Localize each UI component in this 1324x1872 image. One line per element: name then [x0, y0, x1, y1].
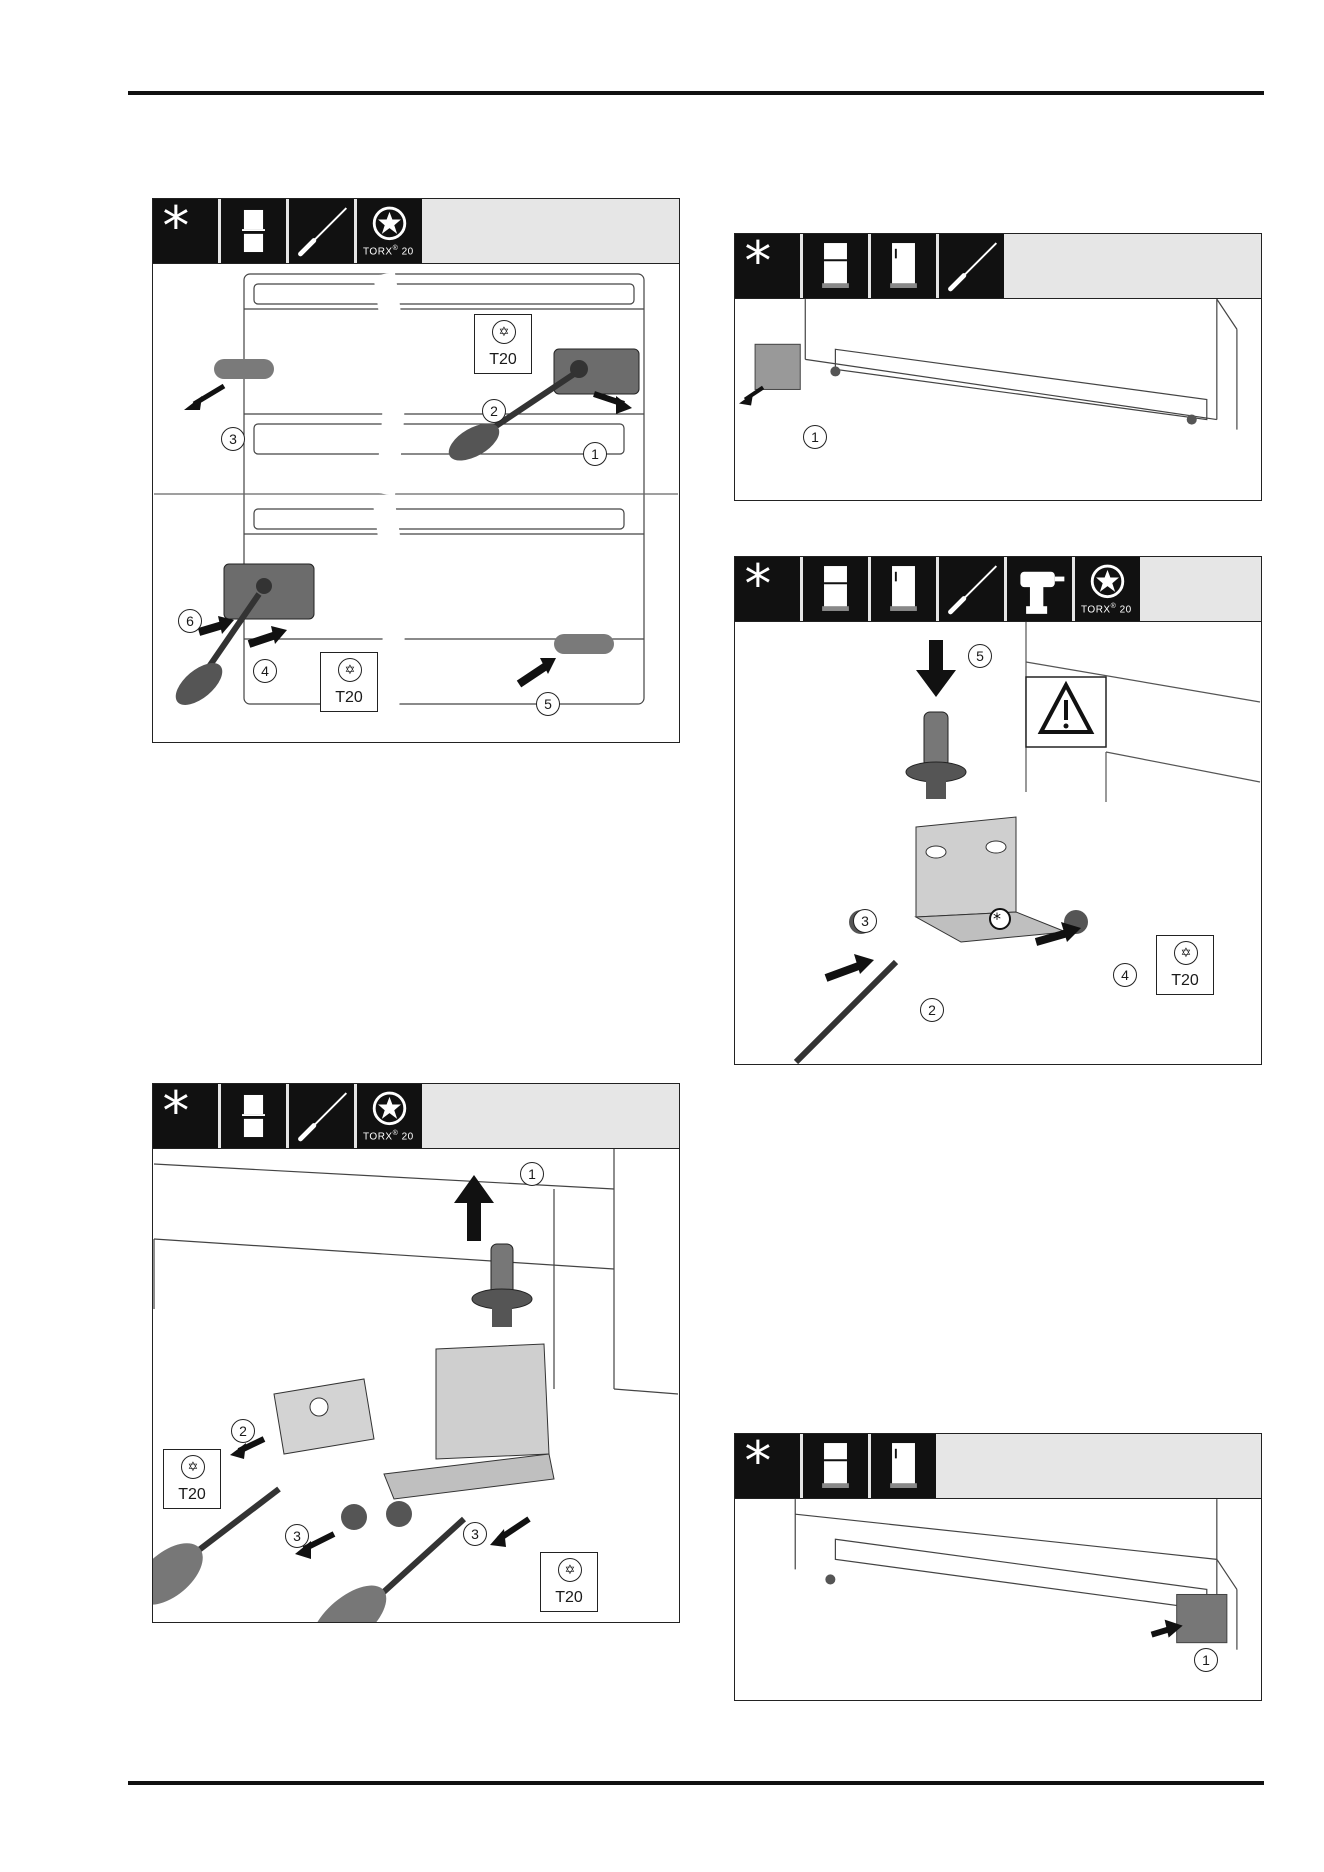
panel-d: * TORX® 20 [152, 1083, 680, 1623]
panel-c-toolbar: * TORX® 20 [735, 557, 1261, 622]
callout: 5 [968, 644, 992, 668]
panel-b-toolbar: * [735, 234, 1261, 299]
torx-label: TORX® 20 [1081, 603, 1132, 615]
panel-e-toolbar: * [735, 1434, 1261, 1499]
panel-b-illustration [735, 299, 1261, 500]
callout: 1 [803, 425, 827, 449]
t20-label: ✡T20 [540, 1552, 598, 1612]
star-icon: * [735, 557, 803, 621]
t20-label: ✡T20 [320, 652, 378, 712]
fridge-icon [803, 1434, 871, 1498]
callout: 5 [536, 692, 560, 716]
callout: 1 [1194, 1648, 1218, 1672]
fridge-single-icon [871, 1434, 939, 1498]
callout: 2 [231, 1419, 255, 1443]
callout: 2 [920, 998, 944, 1022]
torx-label: TORX® 20 [363, 1130, 414, 1142]
svg-text:*: * [993, 909, 1001, 928]
callout: 3 [853, 909, 877, 933]
cordless-drill-icon [1007, 557, 1075, 621]
door-hinge-icon [221, 1084, 289, 1148]
panel-a: * TORX® 20 [152, 198, 680, 743]
callout: 3 [221, 427, 245, 451]
panel-c: * TORX® 20 [734, 556, 1262, 1065]
panel-d-illustration [153, 1149, 679, 1622]
panel-e-illustration [735, 1499, 1261, 1700]
t20-label: ✡T20 [1156, 935, 1214, 995]
screwdriver-icon [289, 199, 357, 263]
panel-d-toolbar: * TORX® 20 [153, 1084, 679, 1149]
panel-e: * 1 [734, 1433, 1262, 1701]
svg-text:*: * [163, 1084, 190, 1142]
star-icon: * [735, 234, 803, 298]
screwdriver-icon [939, 557, 1007, 621]
torx-icon: ✡ [338, 658, 362, 682]
callout: 1 [583, 442, 607, 466]
t20-label: ✡T20 [163, 1449, 221, 1509]
fridge-icon [803, 234, 871, 298]
callout: 4 [1113, 963, 1137, 987]
torx-icon: ✡ [492, 320, 516, 344]
callout: 1 [520, 1162, 544, 1186]
star-icon: * [735, 1434, 803, 1498]
torx-icon: TORX® 20 [357, 1084, 425, 1148]
fridge-single-icon [871, 234, 939, 298]
callout: 6 [178, 609, 202, 633]
fridge-icon [803, 557, 871, 621]
screwdriver-icon [939, 234, 1007, 298]
panel-a-illustration [153, 264, 679, 742]
top-rule [128, 91, 1264, 95]
door-hinge-icon [221, 199, 289, 263]
torx-label: TORX® 20 [363, 245, 414, 257]
star-icon: * [153, 1084, 221, 1148]
callout: 3 [463, 1522, 487, 1546]
svg-text:*: * [745, 234, 772, 292]
callout: 3 [285, 1524, 309, 1548]
svg-text:*: * [163, 199, 190, 257]
torx-icon: TORX® 20 [1075, 557, 1143, 621]
bottom-rule [128, 1781, 1264, 1785]
panel-a-toolbar: * TORX® 20 [153, 199, 679, 264]
svg-text:*: * [745, 557, 772, 615]
star-icon: * [153, 199, 221, 263]
torx-icon: TORX® 20 [357, 199, 425, 263]
callout: 2 [482, 399, 506, 423]
panel-b: * 1 [734, 233, 1262, 501]
t20-label: ✡T20 [474, 314, 532, 374]
fridge-single-icon [871, 557, 939, 621]
panel-c-illustration: * [735, 622, 1261, 1064]
svg-text:*: * [745, 1434, 772, 1492]
torx-icon: ✡ [558, 1558, 582, 1582]
torx-icon: ✡ [1174, 941, 1198, 965]
torx-icon: ✡ [181, 1455, 205, 1479]
callout: 4 [253, 659, 277, 683]
screwdriver-icon [289, 1084, 357, 1148]
